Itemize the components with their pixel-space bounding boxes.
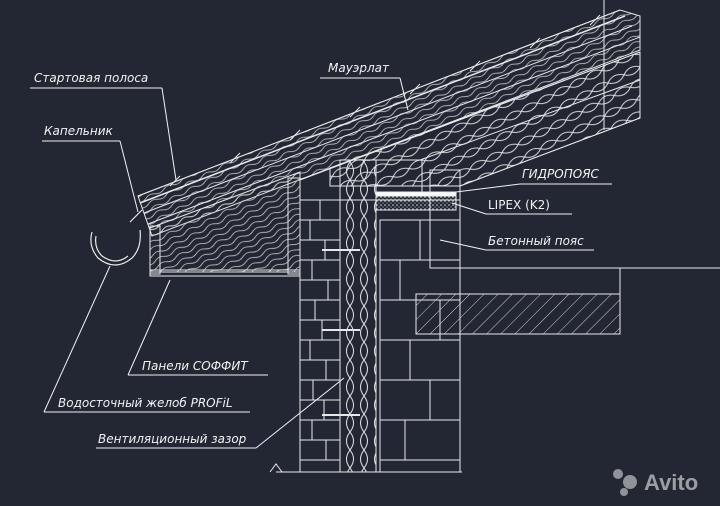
outline-lines	[269, 0, 605, 473]
watermark-text: Avito	[644, 470, 698, 495]
avito-watermark: Avito	[613, 469, 698, 496]
watermark-dot-icon	[620, 488, 628, 496]
label-start-strip: Стартовая полоса	[34, 71, 148, 85]
brick-wall	[299, 159, 461, 473]
roof-build-up	[137, 9, 641, 237]
label-vent-gap: Вентиляционный зазор	[98, 432, 247, 446]
label-concrete-belt: Бетонный пояс	[488, 234, 584, 248]
floor-slab	[415, 267, 720, 335]
label-mauerlat: Мауэрлат	[328, 61, 390, 75]
leader-lines	[30, 77, 612, 449]
label-drip-edge: Капельник	[44, 124, 113, 138]
label-waterproof-belt: ГИДРОПОЯС	[522, 167, 600, 181]
watermark-dot-icon	[613, 469, 623, 479]
mauerlat-and-belt	[375, 159, 461, 269]
label-lipex: LIPEX (K2)	[488, 198, 550, 212]
watermark-dot-icon	[623, 475, 637, 489]
label-gutter: Водосточный желоб PROFiL	[58, 396, 233, 410]
gutter-shape	[90, 209, 143, 266]
label-soffit-panels: Панели СОФФИТ	[142, 359, 249, 373]
